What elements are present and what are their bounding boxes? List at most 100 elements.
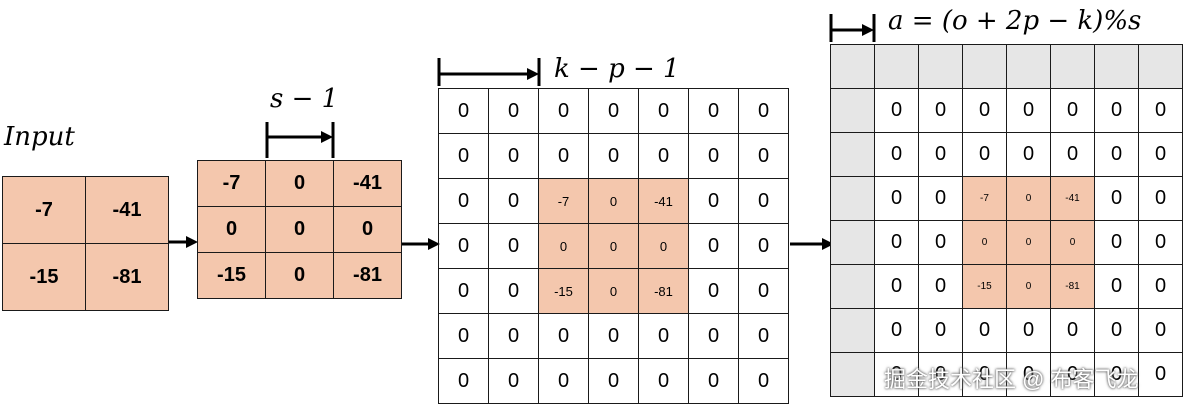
padding-formula: k − p − 1 bbox=[554, 54, 680, 84]
matrix-cell: 0 bbox=[918, 132, 963, 177]
matrix-cell: 0 bbox=[333, 206, 402, 253]
matrix-cell: 0 bbox=[1050, 88, 1095, 133]
matrix-cell: 0 bbox=[488, 133, 539, 179]
matrix-cell: 0 bbox=[638, 223, 689, 269]
matrix-cell: 0 bbox=[874, 308, 919, 353]
matrix-cell: 0 bbox=[1006, 308, 1051, 353]
matrix-cell: 0 bbox=[438, 178, 489, 224]
matrix-cell: 0 bbox=[688, 223, 739, 269]
matrix-cell: 0 bbox=[918, 352, 963, 397]
matrix-cell bbox=[830, 132, 875, 177]
matrix-cell: 0 bbox=[1006, 132, 1051, 177]
matrix-cell bbox=[1006, 44, 1051, 89]
matrix-cell: 0 bbox=[588, 313, 639, 359]
matrix-cell: 0 bbox=[588, 88, 639, 134]
matrix-cell: 0 bbox=[962, 132, 1007, 177]
matrix-cell: 0 bbox=[1138, 176, 1183, 221]
input-label: Input bbox=[4, 122, 75, 152]
matrix-cell: 0 bbox=[962, 308, 1007, 353]
matrix-cell bbox=[830, 308, 875, 353]
matrix-cell: 0 bbox=[874, 132, 919, 177]
matrix-cell: 0 bbox=[874, 176, 919, 221]
matrix-cell: 0 bbox=[438, 88, 489, 134]
matrix-cell bbox=[874, 44, 919, 89]
matrix-cell: 0 bbox=[638, 313, 689, 359]
matrix-cell: 0 bbox=[688, 313, 739, 359]
matrix-cell: 0 bbox=[1006, 220, 1051, 265]
matrix-cell: 0 bbox=[738, 133, 789, 179]
matrix-cell: 0 bbox=[438, 223, 489, 269]
matrix-cell bbox=[1138, 44, 1183, 89]
matrix-cell: 0 bbox=[638, 88, 689, 134]
matrix-cell: -7 bbox=[962, 176, 1007, 221]
arrow-right-icon bbox=[168, 236, 198, 248]
matrix-cell: -81 bbox=[333, 252, 402, 299]
matrix-cell bbox=[1050, 44, 1095, 89]
matrix-row bbox=[830, 44, 1183, 89]
matrix-cell: -41 bbox=[1050, 176, 1095, 221]
matrix-cell: 0 bbox=[1050, 220, 1095, 265]
matrix-cell: 0 bbox=[1006, 352, 1051, 397]
matrix-cell: -81 bbox=[1050, 264, 1095, 309]
extra-padding-formula: a = (o + 2p − k)%s bbox=[888, 6, 1142, 36]
matrix-cell: 0 bbox=[488, 313, 539, 359]
matrix-cell: 0 bbox=[1138, 308, 1183, 353]
matrix-cell: 0 bbox=[918, 308, 963, 353]
matrix-cell: -7 bbox=[538, 178, 589, 224]
matrix-cell: 0 bbox=[638, 358, 689, 404]
matrix-cell: 0 bbox=[1006, 264, 1051, 309]
matrix-cell: 0 bbox=[538, 313, 589, 359]
matrix-cell: 0 bbox=[738, 268, 789, 314]
matrix-cell: 0 bbox=[1138, 352, 1183, 397]
matrix-cell: -81 bbox=[638, 268, 689, 314]
matrix-cell: 0 bbox=[1050, 132, 1095, 177]
matrix-cell: 0 bbox=[918, 88, 963, 133]
matrix-cell: 0 bbox=[265, 206, 334, 253]
matrix-cell: 0 bbox=[538, 223, 589, 269]
matrix-cell: 0 bbox=[588, 223, 639, 269]
matrix-row: -15-81 bbox=[2, 243, 169, 311]
matrix-cell: 0 bbox=[688, 358, 739, 404]
matrix-cell: 0 bbox=[738, 223, 789, 269]
matrix-cell bbox=[830, 264, 875, 309]
matrix-cell: -41 bbox=[333, 160, 402, 207]
arrow-right-icon bbox=[790, 238, 834, 250]
matrix-cell: 0 bbox=[962, 88, 1007, 133]
matrix-cell: 0 bbox=[488, 178, 539, 224]
matrix-cell: 0 bbox=[874, 264, 919, 309]
matrix-cell: 0 bbox=[538, 358, 589, 404]
matrix-cell: -7 bbox=[2, 176, 86, 244]
matrix-cell bbox=[1094, 44, 1139, 89]
matrix-cell: 0 bbox=[1094, 264, 1139, 309]
matrix-cell: 0 bbox=[874, 220, 919, 265]
matrix-cell: 0 bbox=[738, 88, 789, 134]
matrix-cell: 0 bbox=[738, 178, 789, 224]
matrix-cell: 0 bbox=[1094, 132, 1139, 177]
matrix-cell: 0 bbox=[638, 133, 689, 179]
matrix-cell bbox=[918, 44, 963, 89]
matrix-cell: 0 bbox=[438, 268, 489, 314]
matrix-cell: 0 bbox=[488, 268, 539, 314]
matrix-cell: -15 bbox=[197, 252, 266, 299]
matrix-cell: 0 bbox=[1094, 352, 1139, 397]
matrix-cell: 0 bbox=[1094, 308, 1139, 353]
dilation-formula: s − 1 bbox=[270, 84, 339, 114]
extra-padding-bracket bbox=[829, 14, 876, 42]
matrix-row: -7-41 bbox=[2, 176, 169, 244]
matrix-cell: 0 bbox=[1094, 220, 1139, 265]
matrix-cell: 0 bbox=[488, 88, 539, 134]
input-matrix: -7-41-15-81 bbox=[2, 176, 169, 311]
matrix-cell: 0 bbox=[874, 88, 919, 133]
matrix-cell: -81 bbox=[85, 243, 169, 311]
matrix-cell: 0 bbox=[1050, 352, 1095, 397]
